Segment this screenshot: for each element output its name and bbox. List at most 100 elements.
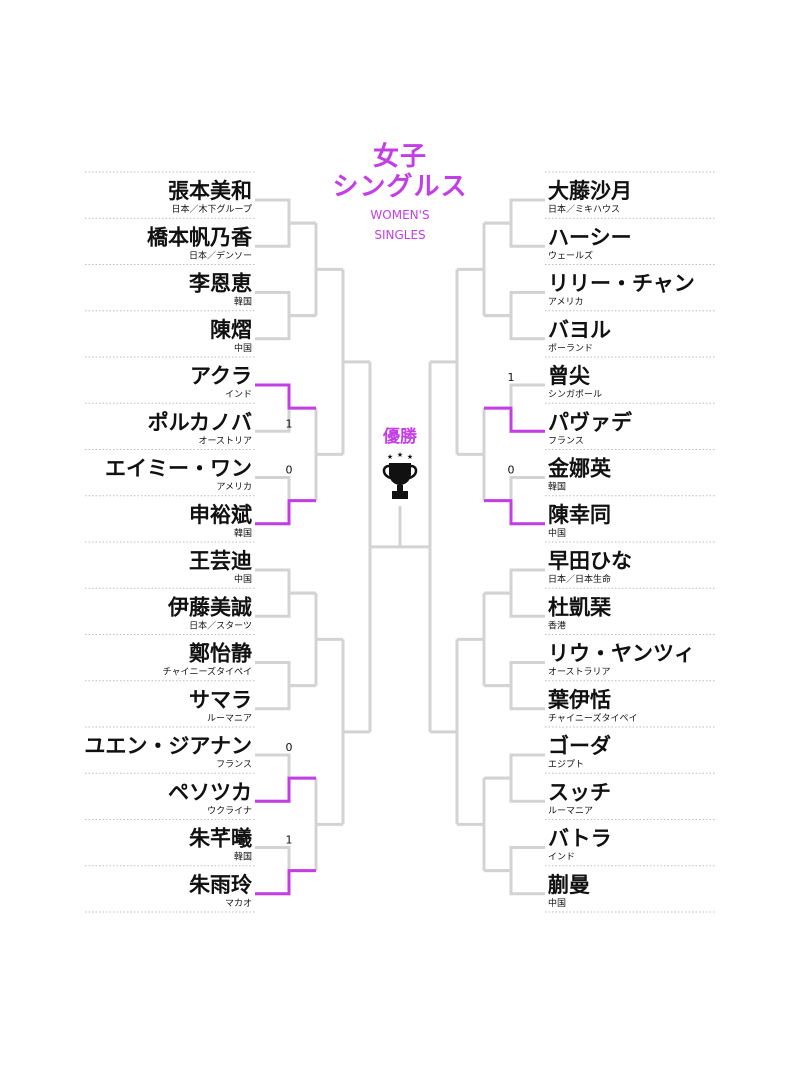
svg-text:★: ★ — [407, 453, 413, 461]
left-bracket-line — [255, 314, 316, 341]
right-player-name: 金娜英 — [547, 457, 612, 481]
left-match-score: 1 — [286, 417, 293, 430]
dotted-separators — [85, 171, 715, 913]
left-player-country: 韓国 — [234, 528, 252, 539]
title-en-line1: WOMEN'S — [370, 208, 430, 222]
left-bracket-line — [255, 499, 316, 526]
right-player-country: 香港 — [548, 619, 566, 631]
trophy-icon: ★ ★ ★ — [382, 451, 418, 499]
right-player-name: スッチ — [548, 780, 611, 804]
left-player-name: ユエン・ジアナン — [84, 734, 252, 758]
left-winner-line — [255, 776, 316, 803]
left-bracket-line — [255, 221, 316, 248]
right-player-name: バトラ — [548, 827, 612, 851]
right-player-name: バヨル — [548, 318, 611, 342]
left-player-country: インド — [225, 390, 252, 400]
left-bracket-line — [255, 869, 316, 896]
left-bracket-line — [255, 383, 316, 410]
right-player-name: リリー・チャン — [548, 272, 695, 296]
title-jp-line2: シングルス — [332, 172, 468, 202]
right-bracket-line — [484, 568, 545, 595]
left-bracket-line — [255, 198, 316, 225]
left-player-country: 韓国 — [234, 297, 252, 308]
right-bracket-line — [484, 406, 545, 433]
right-bracket-line — [484, 684, 545, 711]
svg-text:★: ★ — [397, 451, 403, 459]
right-bracket-line — [484, 591, 545, 618]
right-player-country: ポーランド — [548, 343, 593, 354]
left-player-name: 張本美和 — [168, 179, 252, 203]
right-bracket-line — [484, 221, 545, 248]
right-bracket-line — [484, 846, 545, 873]
left-match-score: 0 — [286, 464, 293, 477]
right-player-country: フランス — [548, 435, 584, 446]
right-bracket-line — [484, 291, 545, 318]
right-player-country: エジプト — [548, 759, 584, 770]
right-player-country: チャイニーズタイペイ — [548, 712, 637, 724]
right-match-score: 1 — [508, 371, 515, 384]
left-player-country: 日本／スターツ — [189, 619, 252, 631]
right-winner-line — [484, 499, 545, 526]
right-bracket-line — [484, 776, 545, 803]
left-player-country: チャイニーズタイペイ — [163, 666, 252, 678]
right-player-name: 早田ひな — [548, 549, 632, 573]
right-bracket-line — [484, 869, 545, 896]
right-bracket-line — [484, 499, 545, 526]
left-match-score: 0 — [286, 741, 293, 754]
left-player-name: 橋本帆乃香 — [147, 225, 253, 249]
right-player-name: 大藤沙月 — [548, 179, 632, 203]
right-player-name: 曾尖 — [548, 364, 590, 388]
player-labels: 張本美和日本／木下グループ橋本帆乃香日本／デンソー李恩恵韓国陳熠中国アクラインド… — [84, 179, 695, 909]
right-player-name: リウ・ヤンツィ — [548, 642, 695, 666]
left-player-country: 中国 — [234, 573, 252, 585]
right-player-country: オーストラリア — [548, 667, 611, 678]
right-player-name: 蒯曼 — [548, 873, 590, 897]
left-winner-line — [255, 499, 316, 526]
left-player-country: ルーマニア — [207, 714, 252, 724]
right-player-name: ゴーダ — [548, 734, 611, 758]
right-bracket-line — [484, 753, 545, 780]
left-player-name: 朱芊曦 — [189, 827, 252, 851]
left-player-country: オーストリア — [198, 435, 252, 446]
bracket-title: 女子 シングルス WOMEN'S SINGLES — [320, 142, 480, 242]
right-player-country: インド — [548, 853, 575, 863]
left-player-country: フランス — [216, 759, 252, 770]
right-player-country: 韓国 — [548, 482, 566, 493]
title-en-line2: SINGLES — [374, 228, 426, 242]
left-winner-line — [255, 383, 316, 410]
title-jp-line1: 女子 — [372, 142, 427, 172]
left-bracket-line — [255, 753, 316, 780]
left-player-name: ポルカノバ — [148, 410, 252, 434]
bracket-lines — [255, 198, 545, 896]
left-player-country: アメリカ — [216, 482, 252, 493]
left-player-name: 陳熠 — [210, 318, 252, 342]
left-bracket-line — [255, 591, 316, 618]
svg-text:★: ★ — [387, 453, 393, 461]
left-player-country: 中国 — [234, 342, 252, 354]
left-winner-line — [255, 869, 316, 896]
right-player-name: 陳幸同 — [548, 503, 611, 527]
right-player-country: アメリカ — [548, 297, 584, 308]
left-player-country: 日本／デンソー — [189, 249, 252, 261]
right-bracket-line — [484, 661, 545, 688]
left-player-name: 申裕斌 — [189, 503, 252, 527]
right-winner-line — [484, 406, 545, 433]
right-player-country: ウェールズ — [548, 249, 593, 261]
left-bracket-line — [255, 846, 316, 873]
right-player-country: ルーマニア — [548, 806, 593, 816]
winner-lines — [255, 383, 545, 896]
left-match-score: 1 — [286, 834, 293, 847]
left-player-name: 李恩恵 — [188, 272, 252, 296]
right-match-score: 0 — [508, 464, 515, 477]
left-bracket-line — [255, 776, 316, 803]
left-player-country: 日本／木下グループ — [172, 203, 252, 215]
champion-block: 優勝 ★ ★ ★ — [365, 422, 435, 503]
left-player-name: ペソツカ — [168, 780, 252, 804]
left-bracket-line — [255, 684, 316, 711]
right-player-country: 日本／ミキハウス — [548, 203, 620, 215]
left-bracket-line — [255, 568, 316, 595]
left-player-country: ウクライナ — [207, 805, 252, 816]
left-player-country: 韓国 — [234, 852, 252, 863]
right-player-country: 中国 — [548, 897, 566, 909]
left-player-name: 朱雨玲 — [189, 873, 252, 897]
